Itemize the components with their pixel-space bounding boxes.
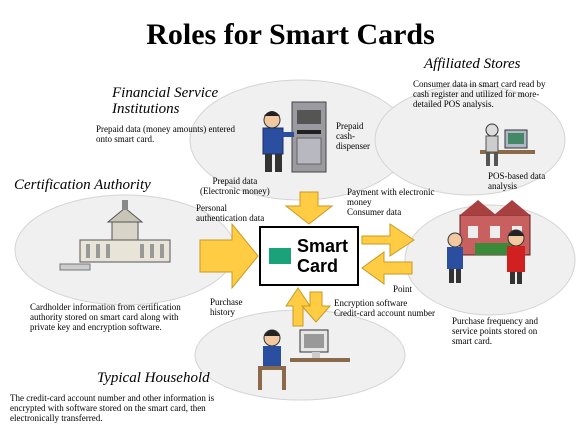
financial-description: Prepaid data (money amounts) entered ont… — [96, 124, 276, 144]
certification-heading: Certification Authority — [14, 177, 151, 193]
storefront-illustration — [459, 200, 531, 256]
household-person-illustration — [258, 329, 286, 390]
purchase-line1: Purchase frequency and — [452, 316, 538, 326]
personal-line2: authentication data — [196, 213, 265, 223]
arrow-right-certification — [199, 222, 259, 290]
store-ellipse — [404, 204, 576, 316]
prepaid-data-label: Prepaid data (Electronic money) — [200, 176, 270, 196]
prepaid-line1: Prepaid data — [212, 176, 258, 186]
affiliated-description: Consumer data in smart card read by cash… — [413, 79, 578, 109]
smart-card-label: Smart Card — [297, 236, 348, 276]
household-description: The credit-card account number and other… — [10, 393, 280, 423]
encryption-line1: Encryption software — [334, 298, 408, 308]
arrow-up-purchase — [285, 287, 311, 327]
affiliated-desc-line1: Consumer data in smart card read by — [413, 79, 546, 89]
affiliated-desc-line3: detailed POS analysis. — [413, 99, 494, 109]
purchase-history-label: Purchase history — [210, 297, 243, 317]
smart-card-line1: Smart — [297, 236, 349, 256]
financial-heading-line2: Institutions — [112, 101, 180, 117]
dispenser-line3: dispenser — [336, 141, 370, 151]
payment-line1: Payment with electronic — [347, 187, 435, 197]
store-customer-illustration — [447, 232, 463, 283]
parliament-building-illustration — [59, 200, 171, 271]
household-desc-line2: encrypted with software stored on the sm… — [10, 403, 206, 413]
dispenser-line1: Prepaid — [336, 121, 364, 131]
financial-desc-line1: Prepaid data (money amounts) entered — [96, 124, 235, 134]
household-computer-illustration — [290, 329, 350, 362]
purchase-line3: smart card. — [452, 336, 492, 346]
affiliated-desc-line2: cash register and utilized for more- — [413, 89, 540, 99]
purchase-history-line1: Purchase — [210, 297, 243, 307]
payment-line2: money — [347, 197, 372, 207]
arrow-left-point — [361, 251, 413, 285]
pos-line1: POS-based data — [488, 171, 546, 181]
personal-auth-label: Personal authentication data — [196, 203, 264, 223]
arrow-down-encryption — [300, 291, 332, 323]
arrow-down-prepaid — [284, 191, 334, 225]
store-clerk-illustration — [507, 229, 525, 284]
pos-analysis-label: POS-based data analysis — [488, 171, 545, 191]
affiliated-heading: Affiliated Stores — [424, 56, 521, 72]
smart-card: Smart Card — [259, 226, 359, 286]
cash-dispenser-illustration — [291, 101, 327, 173]
cash-dispenser-label: Prepaid cash- dispenser — [336, 121, 370, 151]
certification-desc-line1: Cardholder information from certificatio… — [30, 302, 181, 312]
purchase-line2: service points stored on — [452, 326, 538, 336]
payment-label: Payment with electronic money Consumer d… — [347, 187, 467, 217]
purchase-frequency-label: Purchase frequency and service points st… — [452, 316, 572, 346]
chip-icon — [269, 248, 291, 264]
prepaid-line2: (Electronic money) — [200, 186, 270, 196]
pos-line2: analysis — [488, 181, 517, 191]
personal-line1: Personal — [196, 203, 227, 213]
household-desc-line1: The credit-card account number and other… — [10, 393, 215, 403]
payment-line3: Consumer data — [347, 207, 402, 217]
dispenser-line2: cash- — [336, 131, 355, 141]
encryption-label: Encryption software Credit-card account … — [334, 298, 464, 318]
encryption-line2: Credit-card account number — [334, 308, 435, 318]
affiliated-ellipse — [374, 84, 566, 196]
household-desc-line3: electronically transferred. — [10, 413, 103, 423]
financial-heading: Financial Service Institutions — [112, 85, 218, 117]
financial-desc-line2: onto smart card. — [96, 134, 155, 144]
certification-desc-line3: private key and encryption software. — [30, 322, 162, 332]
point-label: Point — [393, 284, 413, 294]
purchase-history-line2: history — [210, 307, 236, 317]
household-heading: Typical Household — [97, 370, 210, 386]
financial-heading-line1: Financial Service — [112, 85, 219, 101]
certification-description: Cardholder information from certificatio… — [30, 302, 240, 332]
arrow-right-payment — [361, 223, 415, 257]
customer-person-illustration — [262, 111, 294, 172]
smart-card-line2: Card — [297, 256, 339, 276]
pos-analyst-illustration — [480, 123, 535, 166]
certification-desc-line2: authority stored on smart card along wit… — [30, 312, 179, 322]
page-title: Roles for Smart Cards — [146, 18, 435, 51]
